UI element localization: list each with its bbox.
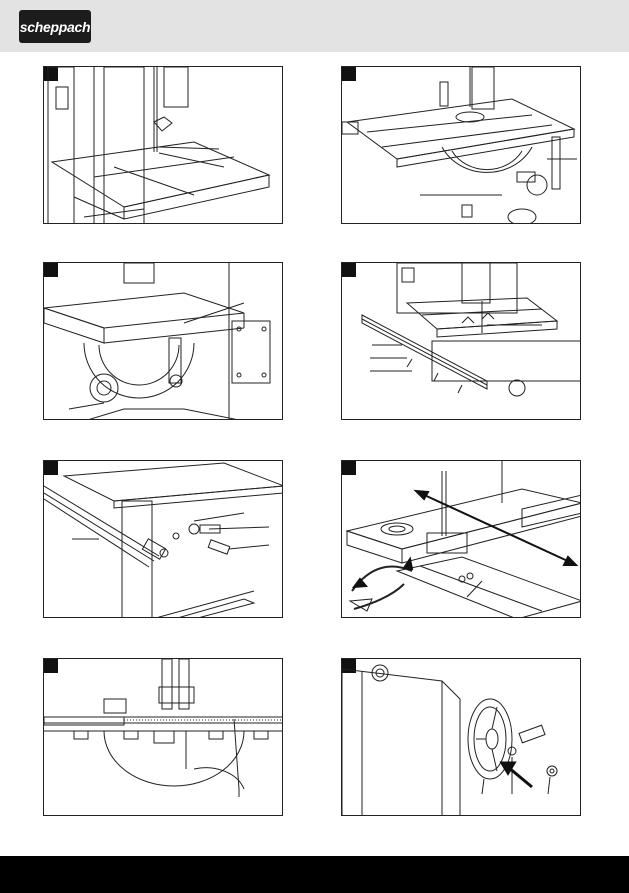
- figure-panel-6: [341, 460, 581, 618]
- fence-slide-illustration: [342, 461, 581, 618]
- page-header: scheppach: [0, 0, 629, 52]
- table-tilt-illustration: [342, 67, 581, 224]
- figure-panel-3: [43, 262, 283, 420]
- figure-panel-5: [43, 460, 283, 618]
- figure-panel-1: [43, 66, 283, 224]
- table-alignment-illustration: [44, 659, 283, 816]
- figure-panel-7: [43, 658, 283, 816]
- brand-logo: scheppach: [19, 10, 91, 43]
- handwheel-assembly-illustration: [342, 659, 581, 816]
- table-underside-illustration: [44, 263, 283, 420]
- page-footer: [0, 856, 629, 893]
- figure-panel-2: [341, 66, 581, 224]
- rail-bolt-assembly-illustration: [44, 461, 283, 618]
- fence-rail-mounting-illustration: [342, 263, 581, 420]
- bandsaw-table-illustration: [44, 67, 283, 224]
- figure-panel-8: [341, 658, 581, 816]
- figure-panel-4: [341, 262, 581, 420]
